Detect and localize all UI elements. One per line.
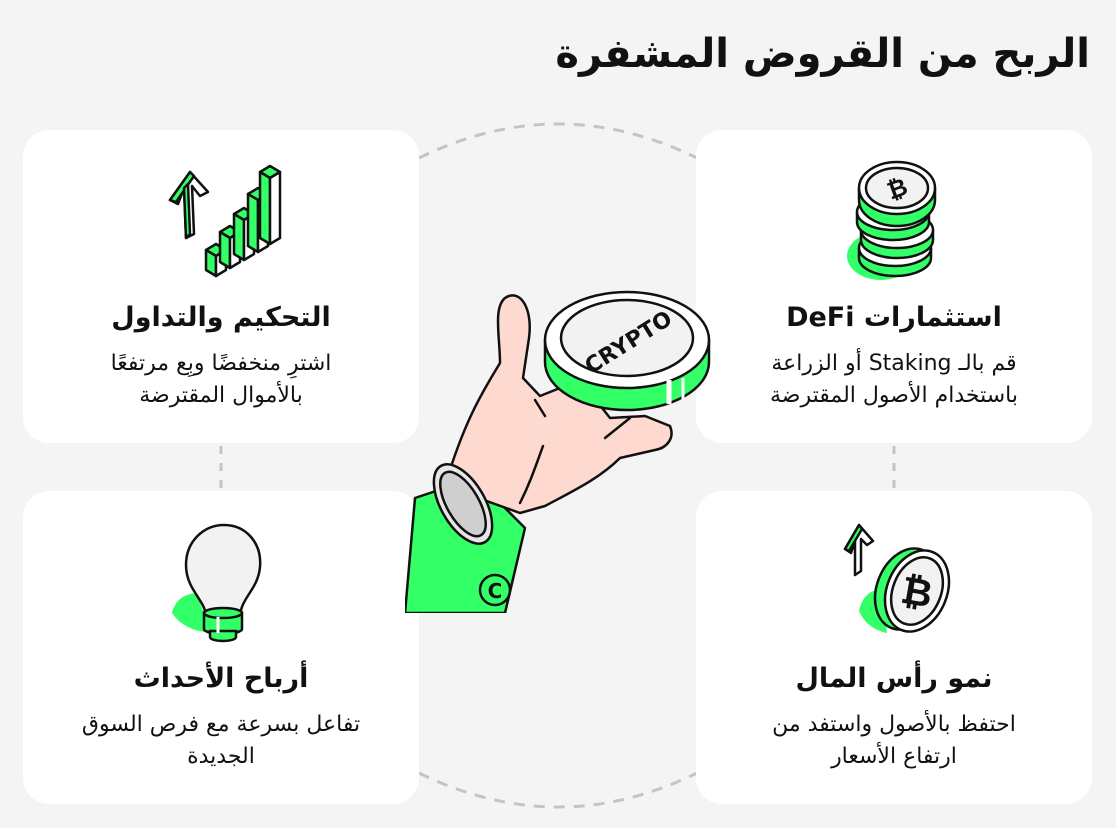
card-description-line: الجديدة bbox=[187, 744, 255, 769]
card-description-line: اشترِ منخفضًا وبِع مرتفعًا bbox=[110, 351, 332, 376]
card-event-profits: أرباح الأحداث تفاعل بسرعة مع فرص السوق ا… bbox=[23, 491, 419, 804]
card-arbitrage-trading: التحكيم والتداول اشترِ منخفضًا وبِع مرتف… bbox=[23, 130, 419, 443]
cuff-symbol: C bbox=[488, 579, 503, 603]
card-description-line: ارتفاع الأسعار bbox=[831, 744, 957, 769]
svg-text:₿: ₿ bbox=[898, 568, 936, 617]
light-bulb-icon bbox=[172, 523, 262, 643]
card-description: تفاعل بسرعة مع فرص السوق الجديدة bbox=[43, 709, 399, 773]
card-description-line: قم بالـ Staking أو الزراعة bbox=[771, 351, 1017, 376]
bar-chart-growth-icon bbox=[168, 164, 282, 278]
hand bbox=[443, 294, 673, 515]
card-description-line: بالأموال المقترضة bbox=[139, 383, 303, 408]
card-heading: نمو رأس المال bbox=[795, 663, 993, 694]
card-description-line: احتفظ بالأصول واستفد من bbox=[772, 712, 1016, 737]
card-description-line: تفاعل بسرعة مع فرص السوق bbox=[81, 712, 361, 737]
page-title: الربح من القروض المشفرة bbox=[555, 31, 1090, 77]
bitcoin-growth-icon: ₿ bbox=[843, 523, 951, 633]
card-description: احتفظ بالأصول واستفد من ارتفاع الأسعار bbox=[716, 709, 1072, 773]
card-heading: أرباح الأحداث bbox=[133, 663, 309, 694]
card-defi-investments: ₿ استثمارات DeFi قم بالـ Staking أو الزر… bbox=[696, 130, 1092, 443]
hand-holding-crypto-coin-illustration: CRYPTO C bbox=[405, 290, 711, 613]
card-description: قم بالـ Staking أو الزراعة باستخدام الأص… bbox=[716, 348, 1072, 412]
card-description: اشترِ منخفضًا وبِع مرتفعًا بالأموال المق… bbox=[43, 348, 399, 412]
coin-stack-icon: ₿ bbox=[847, 160, 937, 280]
card-description-line: باستخدام الأصول المقترضة bbox=[770, 383, 1018, 408]
card-capital-growth: ₿ نمو رأس المال احتفظ بالأصول واستفد من … bbox=[696, 491, 1092, 804]
card-heading: التحكيم والتداول bbox=[111, 302, 331, 333]
card-heading: استثمارات DeFi bbox=[786, 302, 1002, 333]
